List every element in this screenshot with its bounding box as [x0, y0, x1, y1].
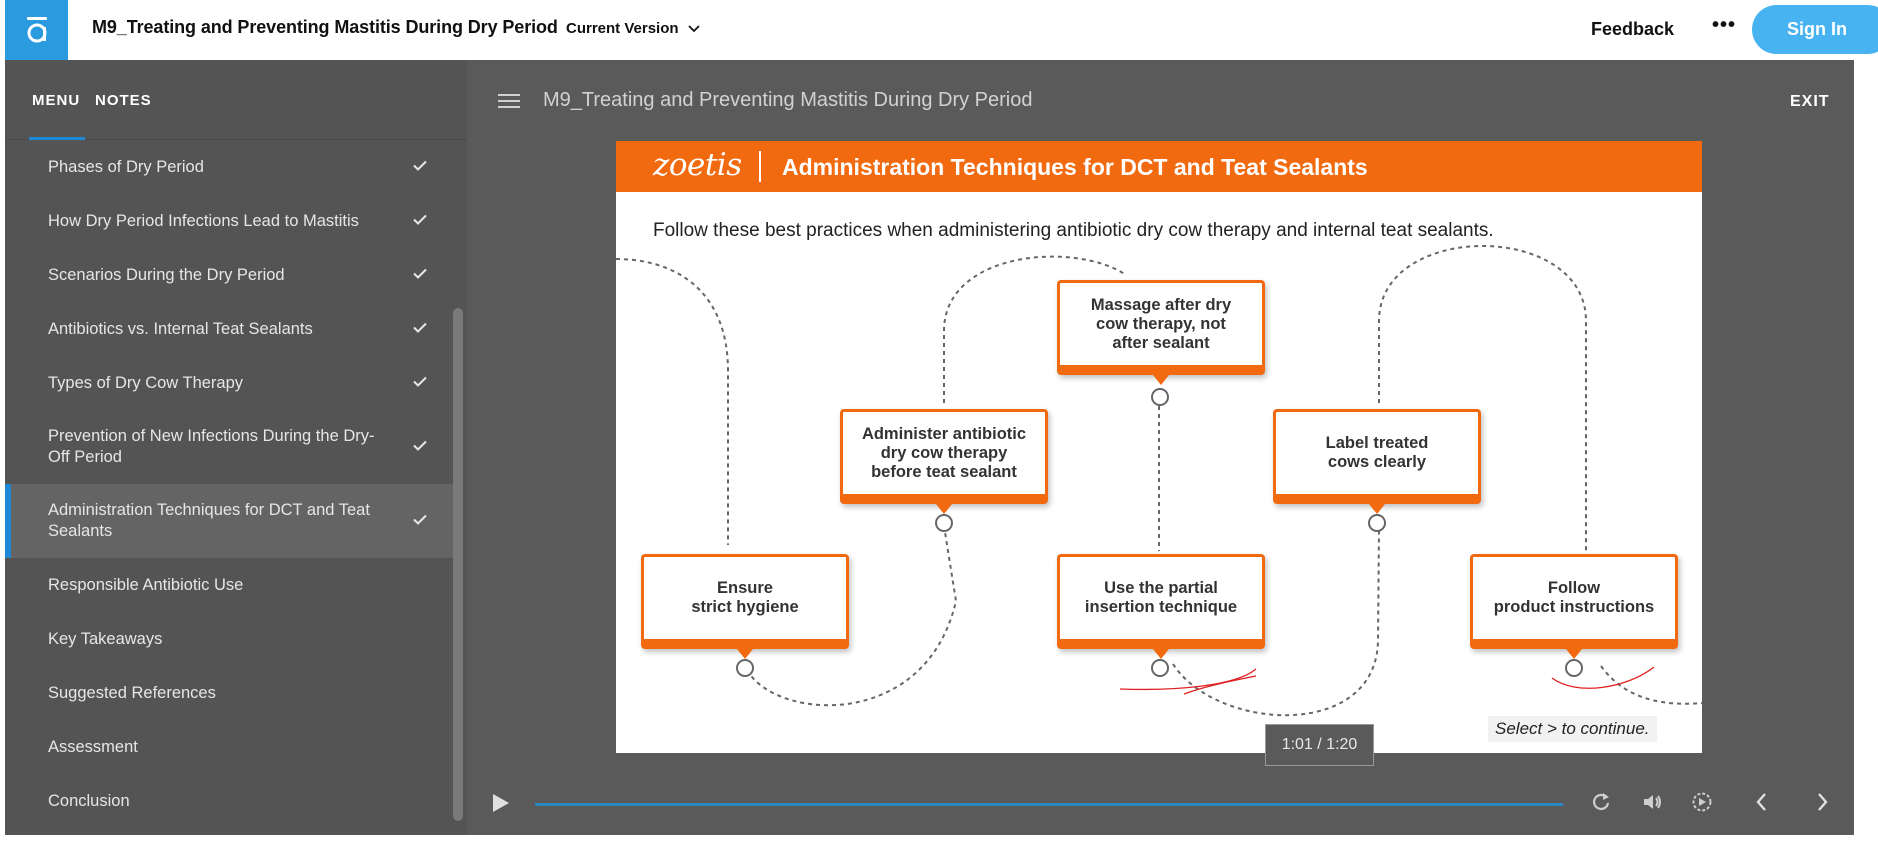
sidebar-scrollbar[interactable] — [453, 308, 463, 821]
play-icon[interactable] — [491, 792, 511, 819]
process-path — [616, 245, 1702, 717]
path-node — [1151, 388, 1169, 406]
sidebar-item-label: Administration Techniques for DCT and Te… — [48, 501, 370, 540]
top-bar: M9_Treating and Preventing Mastitis Duri… — [0, 0, 1878, 60]
volume-icon[interactable] — [1641, 791, 1663, 818]
path-node — [1368, 514, 1386, 532]
progress-bar[interactable] — [535, 803, 1563, 806]
feedback-button[interactable]: Feedback — [1591, 19, 1675, 39]
sidebar-item[interactable]: Phases of Dry Period — [5, 140, 455, 194]
sidebar-item-label: Antibiotics vs. Internal Teat Sealants — [48, 319, 313, 338]
player-controls — [467, 770, 1854, 835]
check-icon — [413, 211, 427, 232]
tab-notes[interactable]: NOTES — [95, 92, 152, 109]
step-follow-product-instructions[interactable]: Follow product instructions — [1470, 554, 1678, 649]
step-label: Follow product instructions — [1493, 579, 1655, 616]
step-label-treated-cows[interactable]: Label treated cows clearly — [1273, 409, 1481, 504]
brand-logo: zoetis — [653, 147, 742, 183]
sidebar-item-label: Phases of Dry Period — [48, 157, 204, 176]
sidebar-item-label: How Dry Period Infections Lead to Mastit… — [48, 211, 359, 230]
sidebar-item[interactable]: Scenarios During the Dry Period — [5, 248, 455, 302]
sidebar-item-label: Assessment — [48, 737, 138, 756]
sidebar-item[interactable]: Assessment — [5, 720, 455, 774]
sidebar-item-label: Types of Dry Cow Therapy — [48, 373, 244, 392]
replay-icon[interactable] — [1590, 791, 1612, 818]
chevron-left-icon[interactable] — [1752, 791, 1772, 818]
sidebar-item[interactable]: Suggested References — [5, 666, 455, 720]
version-dropdown[interactable]: Current Version — [566, 20, 701, 37]
step-label: Ensure strict hygiene — [691, 579, 799, 616]
check-icon — [413, 157, 427, 178]
slide-intro: Follow these best practices when adminis… — [653, 220, 1494, 241]
step-label: Use the partial insertion technique — [1084, 579, 1238, 616]
sidebar-item-label: Conclusion — [48, 791, 130, 810]
step-partial-insertion[interactable]: Use the partial insertion technique — [1057, 554, 1265, 649]
sidebar-item[interactable]: Types of Dry Cow Therapy — [5, 356, 455, 410]
slide-header-band: zoetis Administration Techniques for DCT… — [616, 141, 1702, 192]
slide-heading: Administration Techniques for DCT and Te… — [782, 154, 1368, 180]
sidebar-item-label: Key Takeaways — [48, 629, 163, 648]
path-node — [736, 659, 754, 677]
sidebar-item[interactable]: Antibiotics vs. Internal Teat Sealants — [5, 302, 455, 356]
path-node — [1151, 659, 1169, 677]
step-label: Massage after dry cow therapy, not after… — [1090, 295, 1232, 352]
sidebar-item[interactable]: Key Takeaways — [5, 612, 455, 666]
tab-menu[interactable]: MENU — [32, 92, 81, 109]
more-options-icon[interactable]: ••• — [1712, 14, 1737, 36]
sidebar-item[interactable]: Administration Techniques for DCT and Te… — [5, 484, 455, 558]
sign-in-button[interactable]: Sign In — [1752, 5, 1878, 54]
hamburger-icon[interactable] — [498, 93, 520, 114]
slide[interactable]: zoetis Administration Techniques for DCT… — [616, 141, 1702, 753]
page-margin — [1854, 60, 1878, 835]
chevron-right-icon[interactable] — [1812, 791, 1832, 818]
app-logo-icon[interactable] — [5, 0, 68, 60]
brand-divider — [759, 151, 761, 182]
viewer-header: M9_Treating and Preventing Mastitis Duri… — [467, 60, 1854, 140]
check-icon — [413, 265, 427, 286]
version-label: Current Version — [566, 20, 679, 37]
path-node — [935, 514, 953, 532]
step-label: Label treated cows clearly — [1325, 434, 1429, 471]
step-massage-after-dct[interactable]: Massage after dry cow therapy, not after… — [1057, 280, 1265, 375]
sidebar-item-label: Scenarios During the Dry Period — [48, 265, 285, 284]
sidebar-item-label: Prevention of New Infections During the … — [48, 427, 375, 466]
path-node — [1565, 659, 1583, 677]
sidebar-item-label: Suggested References — [48, 683, 216, 702]
sidebar-item[interactable]: Conclusion — [5, 774, 455, 828]
step-administer-dct-before-sealant[interactable]: Administer antibiotic dry cow therapy be… — [840, 409, 1048, 504]
step-label: Administer antibiotic dry cow therapy be… — [861, 424, 1027, 481]
course-title: M9_Treating and Preventing Mastitis Duri… — [92, 17, 558, 37]
sidebar-item[interactable]: Responsible Antibiotic Use — [5, 558, 455, 612]
sidebar-item-label: Responsible Antibiotic Use — [48, 575, 244, 594]
step-ensure-strict-hygiene[interactable]: Ensure strict hygiene — [641, 554, 849, 649]
active-tab-indicator — [29, 137, 85, 140]
check-icon — [413, 319, 427, 340]
sidebar-item[interactable]: How Dry Period Infections Lead to Mastit… — [5, 194, 455, 248]
sidebar-tabs: MENU NOTES — [5, 60, 467, 140]
check-icon — [413, 373, 427, 394]
timestamp-tooltip: 1:01 / 1:20 — [1265, 724, 1374, 766]
captions-icon[interactable] — [1691, 791, 1713, 818]
viewer-title: M9_Treating and Preventing Mastitis Duri… — [543, 89, 1033, 111]
exit-button[interactable]: EXIT — [1790, 93, 1830, 110]
check-icon — [413, 437, 427, 458]
continue-hint: Select > to continue. — [1488, 716, 1657, 742]
sidebar-item[interactable]: Prevention of New Infections During the … — [5, 410, 455, 484]
chevron-down-icon — [687, 24, 700, 32]
check-icon — [413, 511, 427, 532]
